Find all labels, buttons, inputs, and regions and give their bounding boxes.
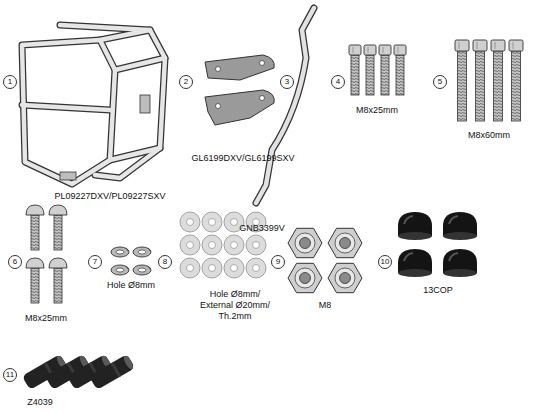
callout-number: 9 <box>271 255 285 269</box>
part-label: Hole Ø8mm/ External Ø20mm/ Th.2mm <box>195 289 275 322</box>
callout-number: 5 <box>433 75 447 89</box>
callout-number: 3 <box>280 75 294 89</box>
part-label: M8x25mm <box>25 313 67 324</box>
part-label: GL6199DXV/GL6199SXV <box>191 153 294 164</box>
part-label: Z4039 <box>27 397 53 408</box>
part-label: M8x25mm <box>356 105 398 116</box>
part-label: GNB3399V <box>239 223 285 234</box>
callout-number: 8 <box>158 255 172 269</box>
part-label: M8 <box>319 300 332 311</box>
part-label: 13COP <box>423 285 453 296</box>
callout-number: 11 <box>3 368 17 382</box>
callout-number: 2 <box>179 75 193 89</box>
part-label: Hole Ø8mm <box>107 280 155 291</box>
callout-number: 10 <box>378 255 392 269</box>
callout-number: 1 <box>3 75 17 89</box>
callout-number: 4 <box>331 75 345 89</box>
part-label: PL09227DXV/PL09227SXV <box>54 191 165 202</box>
callout-number: 7 <box>88 255 102 269</box>
part-label: M8x60mm <box>468 130 510 141</box>
callout-number: 6 <box>8 255 22 269</box>
